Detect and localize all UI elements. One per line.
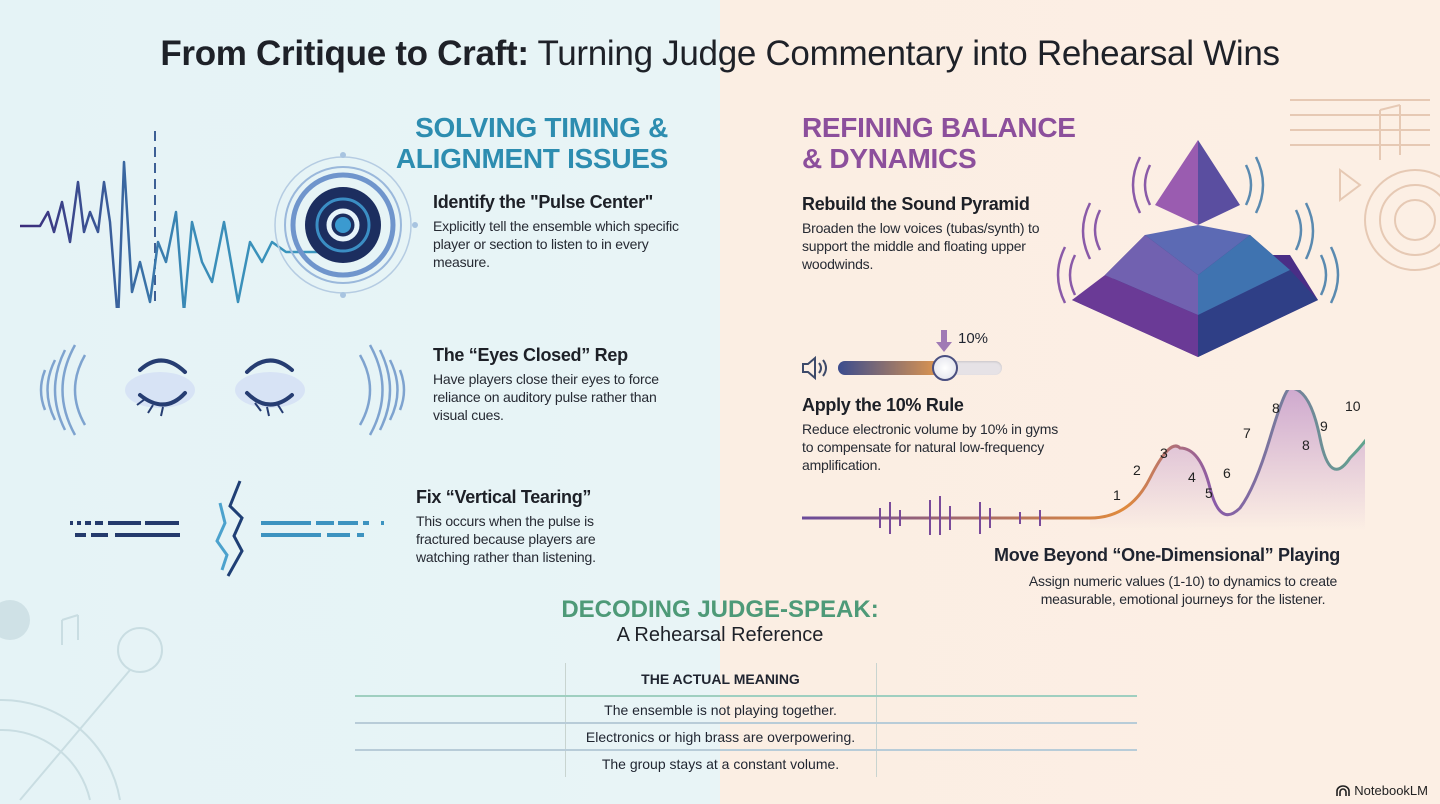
- title-bold: From Critique to Craft:: [160, 34, 529, 73]
- brand-name: NotebookLM: [1354, 783, 1428, 798]
- slider-fill: [838, 361, 945, 375]
- item-title: Fix “Vertical Tearing”: [416, 487, 592, 507]
- table-row: Electronics or high brass are overpoweri…: [355, 722, 1137, 750]
- header-cell: [355, 663, 566, 696]
- item-body: This occurs when the pulse is fractured …: [416, 513, 596, 565]
- table-cell: The group stays at a constant volume.: [564, 749, 877, 777]
- item-body: Have players close their eyes to force r…: [433, 371, 659, 423]
- item-title: Identify the "Pulse Center": [433, 192, 654, 212]
- item-title: Apply the 10% Rule: [802, 395, 964, 415]
- dynamic-level-label: 6: [1223, 465, 1231, 481]
- judge-speak-table: THE ACTUAL MEANING The ensemble is not p…: [355, 663, 1137, 777]
- dynamic-level-label: 3: [1160, 445, 1168, 461]
- heading-line: SOLVING TIMING &: [415, 112, 668, 143]
- pulse-center-item: Identify the "Pulse Center" Explicitly t…: [433, 192, 693, 271]
- down-arrow-icon: [936, 330, 952, 352]
- eyes-closed-item: The “Eyes Closed” Rep Have players close…: [433, 345, 673, 424]
- item-body: Reduce electronic volume by 10% in gyms …: [802, 421, 1058, 473]
- volume-slider[interactable]: [838, 355, 1002, 381]
- dynamic-level-label: 8: [1302, 437, 1310, 453]
- slider-thumb[interactable]: [931, 355, 958, 381]
- table-cell: Electronics or high brass are overpoweri…: [564, 722, 877, 750]
- table-cell: The ensemble is not playing together.: [564, 695, 877, 723]
- dynamic-level-label: 7: [1243, 425, 1251, 441]
- vertical-tearing-icon: [70, 480, 384, 577]
- ten-percent-item: Apply the 10% Rule Reduce electronic vol…: [802, 395, 1062, 474]
- dynamic-level-label: 8: [1272, 400, 1280, 416]
- table-cell: [355, 695, 566, 723]
- table-cell: [875, 722, 1137, 750]
- closed-eyes-icon: [39, 344, 406, 436]
- table-cell: [875, 695, 1137, 723]
- table-cell: [875, 749, 1137, 777]
- header-cell: THE ACTUAL MEANING: [564, 663, 877, 696]
- table-header: THE ACTUAL MEANING: [355, 663, 1137, 696]
- decoding-title: DECODING JUDGE-SPEAK:: [561, 596, 879, 623]
- vertical-tearing-item: Fix “Vertical Tearing” This occurs when …: [416, 487, 641, 566]
- timing-section-heading: SOLVING TIMING &ALIGNMENT ISSUES: [396, 112, 668, 174]
- speaker-icon: [802, 355, 827, 381]
- decoding-subtitle: A Rehearsal Reference: [616, 624, 824, 646]
- dynamic-level-label: 1: [1113, 487, 1121, 503]
- heading-line: & DYNAMICS: [802, 143, 977, 174]
- page-title: From Critique to Craft: Turning Judge Co…: [0, 34, 1440, 74]
- item-title: Rebuild the Sound Pyramid: [802, 194, 1030, 214]
- dynamic-level-label: 9: [1320, 418, 1328, 434]
- one-dimensional-title: Move Beyond “One-Dimensional” Playing: [994, 545, 1340, 565]
- item-body: Broaden the low voices (tubas/synth) to …: [802, 220, 1040, 272]
- dynamic-level-label: 4: [1188, 469, 1196, 485]
- title-rest: Turning Judge Commentary into Rehearsal …: [528, 34, 1280, 73]
- heading-line: ALIGNMENT ISSUES: [395, 143, 668, 174]
- balance-section-heading: REFINING BALANCE& DYNAMICS: [802, 112, 1076, 174]
- sound-pyramid-icon: [1056, 140, 1340, 357]
- header-cell: [875, 663, 1137, 696]
- dynamic-level-label: 10: [1345, 398, 1361, 414]
- item-body: Explicitly tell the ensemble which speci…: [433, 218, 679, 270]
- table-cell: [355, 749, 566, 777]
- pulse-waveform-icon: [20, 131, 418, 308]
- notebooklm-icon: [1336, 784, 1351, 796]
- one-dimensional-body: Assign numeric values (1-10) to dynamics…: [1028, 573, 1338, 607]
- music-deco-left-icon: [0, 600, 163, 801]
- table-row: The group stays at a constant volume.: [355, 749, 1137, 777]
- slider-label: 10%: [958, 330, 989, 347]
- brand-logo: NotebookLM: [1336, 783, 1428, 798]
- item-title: The “Eyes Closed” Rep: [433, 345, 628, 365]
- dynamic-level-label: 5: [1205, 485, 1213, 501]
- sound-pyramid-item: Rebuild the Sound Pyramid Broaden the lo…: [802, 194, 1062, 273]
- heading-line: REFINING BALANCE: [802, 112, 1076, 143]
- table-cell: [355, 722, 566, 750]
- music-deco-right-icon: [1290, 99, 1440, 271]
- dynamic-level-label: 2: [1133, 462, 1141, 478]
- table-row: The ensemble is not playing together.: [355, 695, 1137, 723]
